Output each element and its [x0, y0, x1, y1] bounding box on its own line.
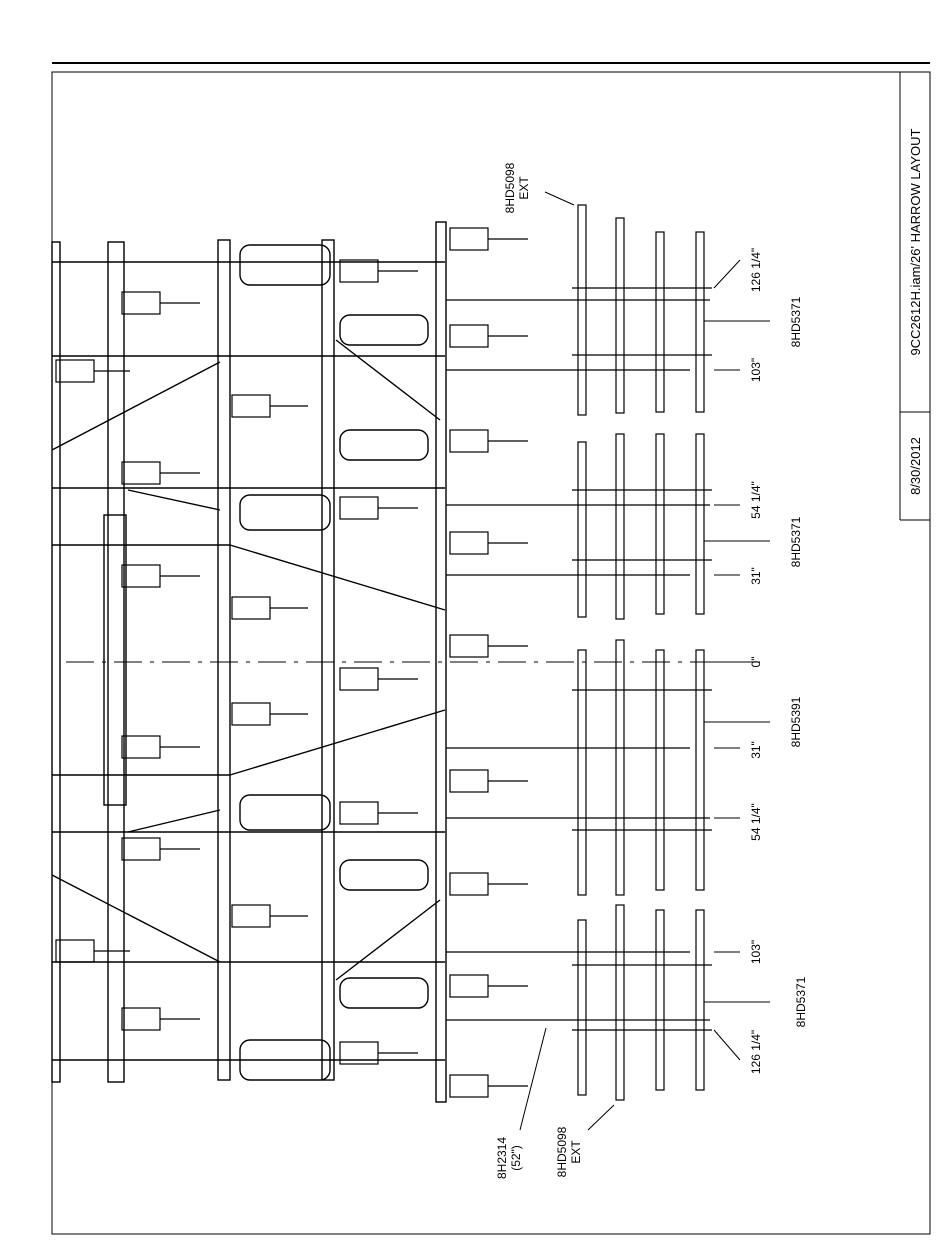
- callout-tooth-bar-note: (52"): [509, 1145, 523, 1171]
- callout-ext-top-note: EXT: [517, 176, 531, 200]
- dimension-label: 31": [749, 741, 763, 759]
- leader-lines: [520, 192, 770, 1130]
- dimension-label: 54 1/4": [749, 481, 763, 519]
- title-block: 9CC2612H.iam/26' HARROW LAYOUT 8/30/2012: [900, 72, 930, 520]
- callout-part-right-4: 8HD5371: [794, 976, 808, 1027]
- harrow-section-2: [572, 434, 712, 619]
- dimension-label: 31": [749, 567, 763, 585]
- dimension-label: 126 1/4": [749, 1030, 763, 1074]
- dimension-label: 126 1/4": [749, 248, 763, 292]
- callout-part-right-1: 8HD5371: [789, 296, 803, 347]
- drawing-date: 8/30/2012: [908, 437, 923, 495]
- callout-ext-bottom-part: 8HD5098: [555, 1126, 569, 1177]
- callout-part-right-2: 8HD5371: [789, 516, 803, 567]
- shank-row-front: [56, 292, 200, 1030]
- dimension-label: 0": [749, 657, 763, 668]
- callout-ext-bottom-note: EXT: [569, 1140, 583, 1164]
- callout-ext-top-part: 8HD5098: [503, 162, 517, 213]
- drawing-file-name: 9CC2612H.iam/26' HARROW LAYOUT: [908, 128, 923, 355]
- callout-tooth-bar-part: 8H2314: [495, 1137, 509, 1179]
- dimension-label: 103": [749, 940, 763, 964]
- dimension-label: 54 1/4": [749, 803, 763, 841]
- dimension-label: 103": [749, 358, 763, 382]
- harrow-section-4: [572, 905, 712, 1100]
- harrow-section-3: [572, 640, 712, 895]
- callout-part-right-3: 8HD5391: [789, 696, 803, 747]
- harrow-section-1: [572, 205, 712, 415]
